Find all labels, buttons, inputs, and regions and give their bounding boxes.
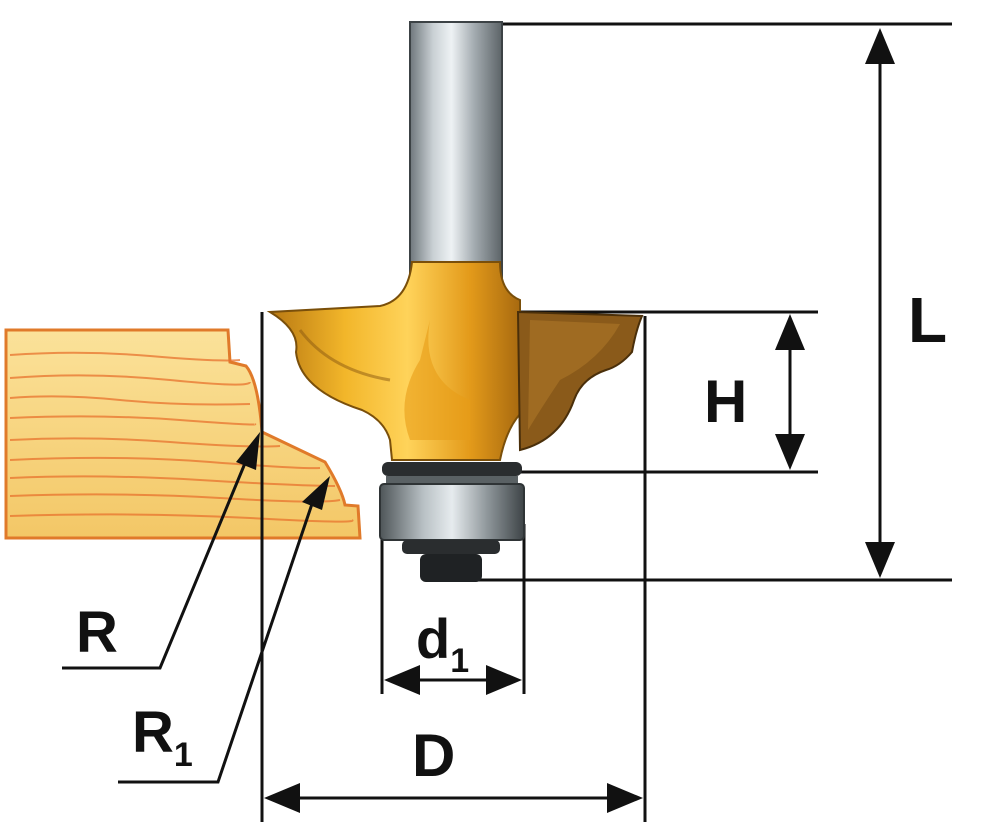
dimension-d1 bbox=[384, 665, 522, 695]
guide-bearing bbox=[379, 462, 525, 582]
label-R: R bbox=[76, 600, 118, 665]
label-L: L bbox=[908, 284, 947, 356]
leader-R bbox=[62, 432, 260, 670]
label-R1-sub: 1 bbox=[174, 736, 193, 774]
dimension-D bbox=[264, 783, 643, 813]
label-R1: R1 bbox=[132, 700, 193, 774]
leader-R1 bbox=[118, 476, 330, 784]
reference-lines bbox=[260, 22, 952, 822]
cutter-body bbox=[266, 261, 521, 461]
router-shank bbox=[409, 21, 503, 285]
label-R1-main: R bbox=[132, 700, 174, 765]
label-D: D bbox=[412, 722, 455, 789]
label-d1-sub: 1 bbox=[450, 642, 469, 680]
carbide-blade bbox=[516, 310, 644, 452]
label-d1: d1 bbox=[416, 607, 469, 680]
label-d1-main: d bbox=[416, 607, 450, 670]
dimension-H bbox=[775, 314, 805, 470]
dimension-L bbox=[865, 28, 895, 578]
label-H: H bbox=[704, 368, 747, 435]
